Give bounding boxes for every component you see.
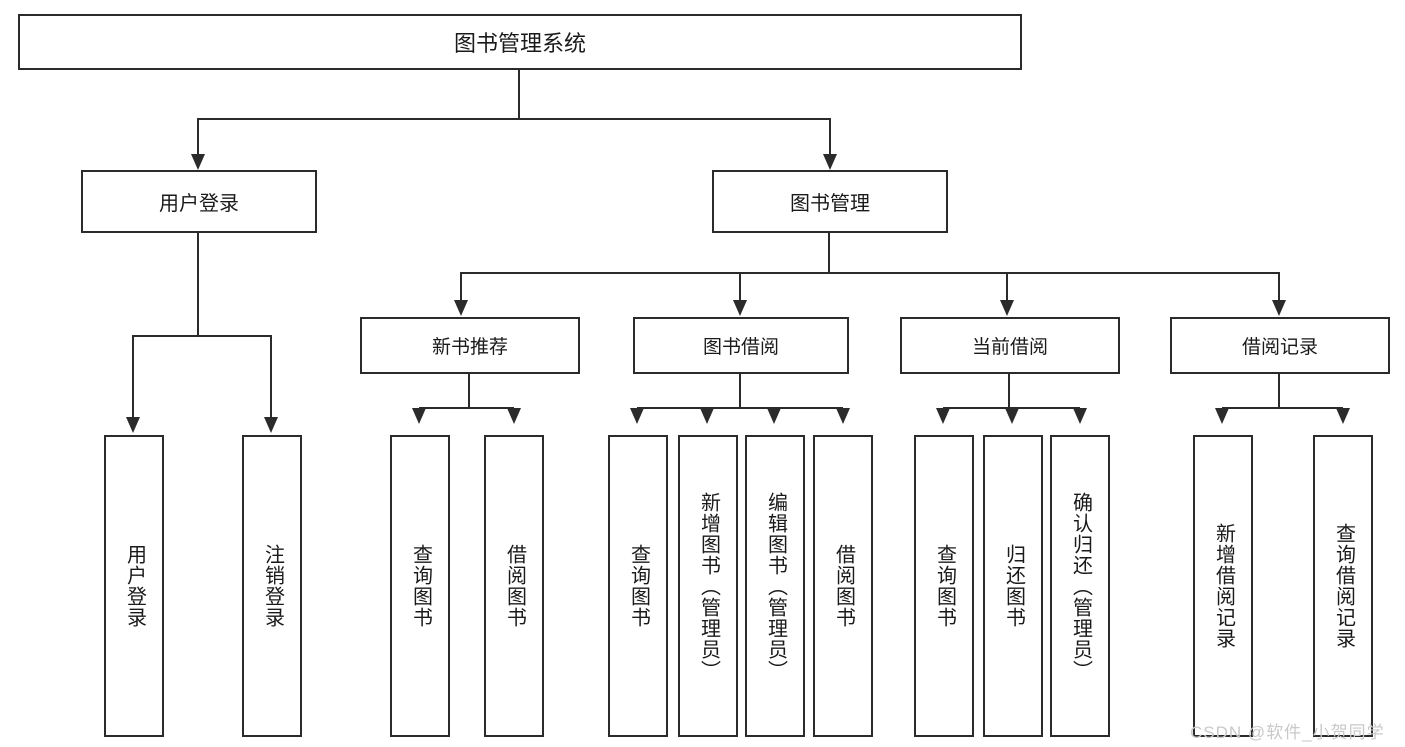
- node-label: 图书管理系统: [453, 31, 586, 56]
- node-label: 借阅记录: [1241, 337, 1318, 358]
- login-arrowhead-1: [264, 417, 278, 433]
- manage-drop-2: [1006, 272, 1008, 300]
- manage-drop-1: [739, 272, 741, 300]
- node-leaf-8[interactable]: 查询图书: [914, 435, 974, 737]
- manage-stem: [828, 233, 830, 273]
- node-label: 新增图书（管理员）: [697, 491, 720, 681]
- borrow-arrowhead-3: [836, 408, 850, 424]
- node-leaf-7[interactable]: 借阅图书: [813, 435, 873, 737]
- borrow-arrowhead-1: [700, 408, 714, 424]
- node-label: 新书推荐: [431, 337, 508, 358]
- manage-arrowhead-3: [1272, 300, 1286, 316]
- node-label: 归还图书: [1002, 544, 1025, 628]
- root-drop-0: [197, 118, 199, 154]
- node-label: 借阅图书: [832, 544, 855, 628]
- node-leaf-3[interactable]: 借阅图书: [484, 435, 544, 737]
- node-leaf-2[interactable]: 查询图书: [390, 435, 450, 737]
- node-leaf-12[interactable]: 查询借阅记录: [1313, 435, 1373, 737]
- login-drop-0: [132, 335, 134, 417]
- node-leaf-9[interactable]: 归还图书: [983, 435, 1043, 737]
- login-bus: [133, 335, 271, 337]
- newbook-arrowhead-1: [507, 408, 521, 424]
- node-label: 查询借阅记录: [1332, 523, 1355, 649]
- newbook-arrowhead-0: [412, 408, 426, 424]
- node-label: 图书借阅: [702, 337, 779, 358]
- root-bus: [198, 118, 831, 120]
- record-arrowhead-1: [1336, 408, 1350, 424]
- watermark: CSDN @软件_小贺同学: [1190, 723, 1385, 742]
- node-level3-2[interactable]: 当前借阅: [900, 317, 1120, 374]
- root-arrowhead-0: [191, 154, 205, 170]
- node-label: 用户登录: [159, 193, 239, 215]
- node-level2-1[interactable]: 图书管理: [712, 170, 948, 233]
- node-label: 查询图书: [933, 544, 956, 628]
- manage-drop-3: [1278, 272, 1280, 300]
- node-label: 查询图书: [627, 544, 650, 628]
- node-level3-0[interactable]: 新书推荐: [360, 317, 580, 374]
- root-drop-1: [829, 118, 831, 154]
- login-drop-1: [270, 335, 272, 417]
- newbook-bus: [419, 407, 514, 409]
- node-leaf-1[interactable]: 注销登录: [242, 435, 302, 737]
- node-leaf-11[interactable]: 新增借阅记录: [1193, 435, 1253, 737]
- manage-bus: [461, 272, 1279, 274]
- current-stem: [1008, 374, 1010, 407]
- borrow-arrowhead-2: [767, 408, 781, 424]
- node-level3-3[interactable]: 借阅记录: [1170, 317, 1390, 374]
- manage-drop-0: [460, 272, 462, 300]
- manage-arrowhead-1: [733, 300, 747, 316]
- record-stem: [1278, 374, 1280, 407]
- borrow-arrowhead-0: [630, 408, 644, 424]
- record-arrowhead-0: [1215, 408, 1229, 424]
- node-label: 注销登录: [261, 544, 284, 628]
- borrow-stem: [739, 374, 741, 407]
- record-bus: [1222, 407, 1343, 409]
- newbook-stem: [468, 374, 470, 407]
- manage-arrowhead-2: [1000, 300, 1014, 316]
- login-arrowhead-0: [126, 417, 140, 433]
- current-arrowhead-1: [1005, 408, 1019, 424]
- current-arrowhead-2: [1073, 408, 1087, 424]
- node-label: 用户登录: [123, 544, 146, 628]
- root-arrowhead-1: [823, 154, 837, 170]
- manage-arrowhead-0: [454, 300, 468, 316]
- borrow-bus: [637, 407, 843, 409]
- login-stem: [197, 233, 199, 336]
- node-leaf-6[interactable]: 编辑图书（管理员）: [745, 435, 805, 737]
- node-label: 当前借阅: [971, 337, 1048, 358]
- node-label: 借阅图书: [503, 544, 526, 628]
- current-arrowhead-0: [936, 408, 950, 424]
- node-root[interactable]: 图书管理系统: [18, 14, 1022, 70]
- node-level2-0[interactable]: 用户登录: [81, 170, 317, 233]
- node-leaf-5[interactable]: 新增图书（管理员）: [678, 435, 738, 737]
- node-leaf-4[interactable]: 查询图书: [608, 435, 668, 737]
- node-label: 查询图书: [409, 544, 432, 628]
- node-level3-1[interactable]: 图书借阅: [633, 317, 849, 374]
- node-leaf-0[interactable]: 用户登录: [104, 435, 164, 737]
- node-label: 图书管理: [790, 193, 870, 215]
- node-label: 确认归还（管理员）: [1069, 491, 1092, 681]
- node-label: 编辑图书（管理员）: [764, 491, 787, 681]
- node-label: 新增借阅记录: [1212, 523, 1235, 649]
- node-leaf-10[interactable]: 确认归还（管理员）: [1050, 435, 1110, 737]
- root-stem: [518, 70, 520, 118]
